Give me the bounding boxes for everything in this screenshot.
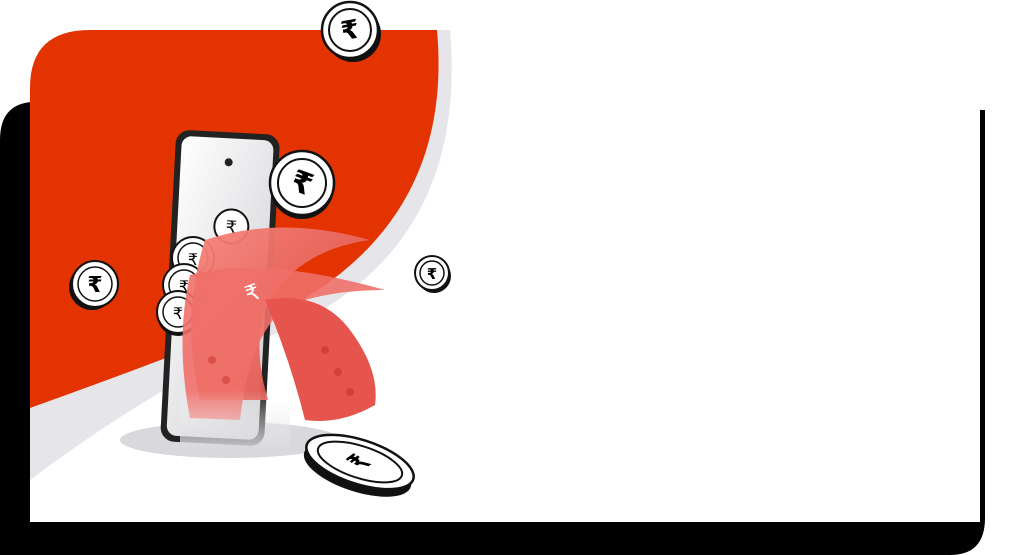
rupee-coin-icon: ₹ [171,236,215,283]
rupee-coin-icon: ₹ [268,149,336,219]
rupee-coin-icon: ₹ [156,290,200,337]
rupee-banknote-icon: ₹ [180,227,385,450]
rupee-coin-icon: ₹ [162,263,206,310]
svg-text:₹: ₹ [339,15,362,48]
svg-text:₹: ₹ [179,277,189,296]
rupee-coin-icon: ₹ [414,255,451,293]
svg-text:₹: ₹ [427,265,437,283]
rupee-coin-icon: ₹ [303,433,415,497]
svg-text:₹: ₹ [188,250,198,269]
rupee-coin-icon: ₹ [69,260,119,310]
svg-text:₹: ₹ [87,273,102,298]
rupee-coin-icon: ₹ [320,0,381,62]
svg-text:₹: ₹ [173,304,183,323]
